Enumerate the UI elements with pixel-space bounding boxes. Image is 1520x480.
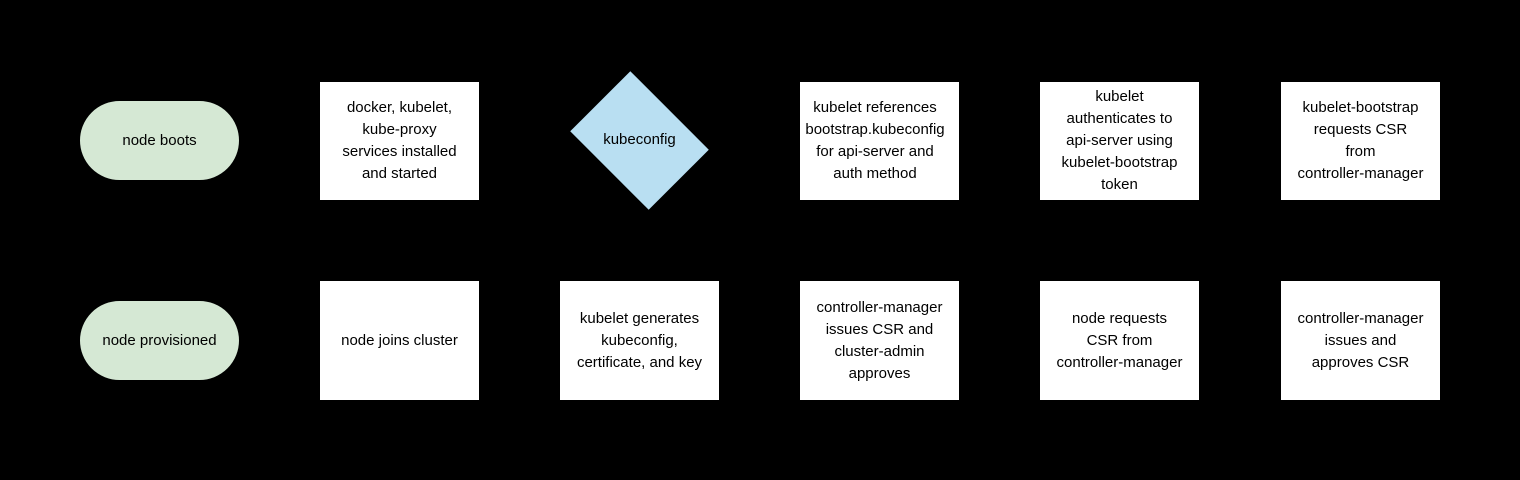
node-node-boots[interactable]: node boots [80, 101, 239, 180]
node-kubelet-authenticates[interactable]: kubelet authenticates to api-server usin… [1040, 82, 1199, 200]
node-label: kubelet-bootstrap requests CSR from cont… [1297, 99, 1424, 182]
node-label: kubeconfig [603, 131, 676, 148]
node-kubelet-references-bootstrap[interactable]: kubelet references bootstrap.kubeconfig … [800, 82, 959, 200]
node-node-requests-csr[interactable]: node requests CSR from controller-manage… [1040, 281, 1199, 400]
node-kubelet-bootstrap-requests-csr[interactable]: kubelet-bootstrap requests CSR from cont… [1281, 82, 1440, 200]
node-services-installed[interactable]: docker, kubelet, kube-proxy services ins… [320, 82, 479, 200]
node-kubelet-generates-kubeconfig[interactable]: kubelet generates kubeconfig, certificat… [560, 281, 719, 400]
node-node-joins-cluster[interactable]: node joins cluster [320, 281, 479, 400]
node-label: node requests CSR from controller-manage… [1056, 309, 1183, 371]
node-label: docker, kubelet, kube-proxy services ins… [342, 99, 457, 182]
node-controller-manager-issues-csr[interactable]: controller-manager issues CSR and cluste… [800, 281, 959, 400]
node-label: node boots [122, 131, 197, 149]
node-label: kubelet authenticates to api-server usin… [1061, 88, 1178, 193]
node-kubeconfig-decision[interactable]: kubeconfig [560, 70, 719, 210]
node-label: controller-manager issues and approves C… [1297, 309, 1424, 371]
node-node-provisioned[interactable]: node provisioned [80, 301, 239, 380]
node-label: node provisioned [102, 331, 217, 349]
node-label: node joins cluster [341, 331, 458, 349]
node-label: kubelet generates kubeconfig, certificat… [576, 309, 703, 371]
node-controller-manager-approves-csr[interactable]: controller-manager issues and approves C… [1281, 281, 1440, 400]
node-label: controller-manager issues CSR and cluste… [816, 298, 943, 382]
node-label: kubelet references bootstrap.kubeconfig … [805, 99, 945, 182]
